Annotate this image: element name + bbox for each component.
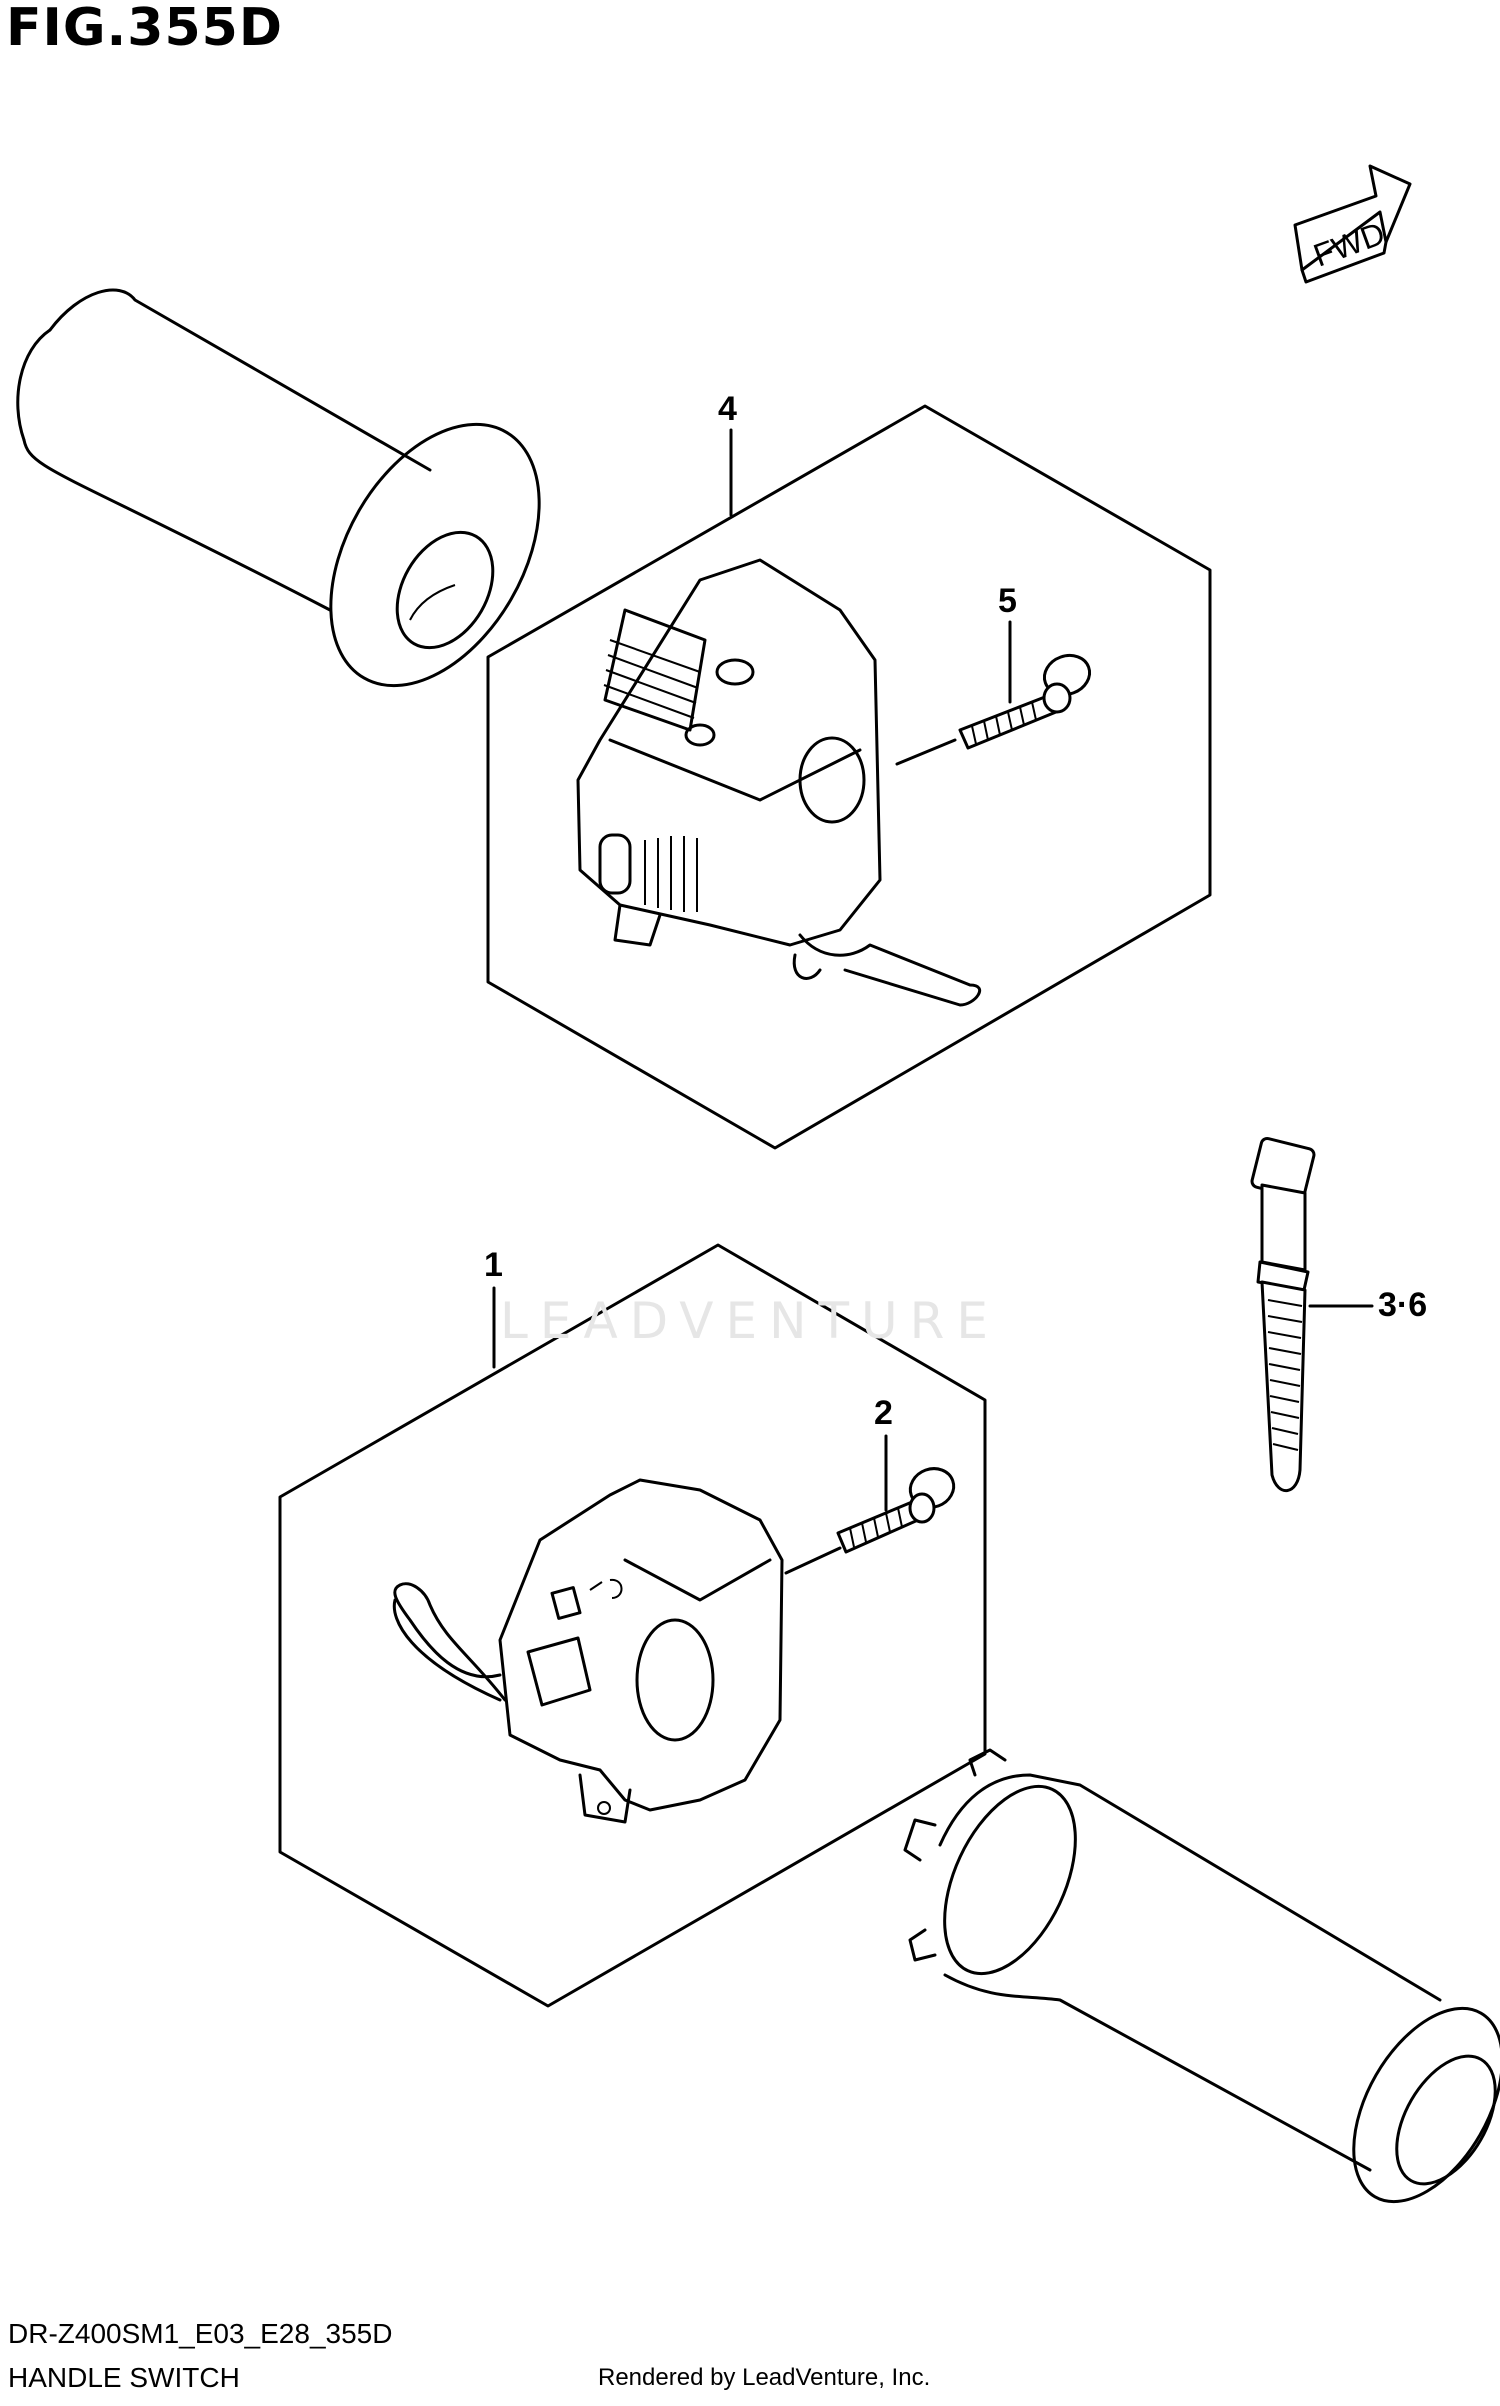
screw-2-illustration <box>836 1467 956 1554</box>
watermark-text: LEADVENTURE <box>500 1292 1000 1350</box>
right-handle-switch-illustration <box>576 558 982 1007</box>
cable-tie-illustration <box>1250 1136 1316 1493</box>
left-handle-switch-illustration <box>392 1478 842 1824</box>
rendered-by-credit: Rendered by LeadVenture, Inc. <box>598 2364 931 2391</box>
kit-outline-4 <box>486 404 1212 1150</box>
callout-1: 1 <box>484 1246 503 1284</box>
figure-title: FIG.355D <box>6 0 284 58</box>
diagram-name: HANDLE SWITCH <box>8 2362 240 2393</box>
left-grip-illustration <box>16 288 541 688</box>
callout-2: 2 <box>874 1394 893 1432</box>
fwd-arrow-icon: FWD <box>1293 164 1412 284</box>
throttle-grip-illustration <box>903 1748 1500 2204</box>
callout-4: 4 <box>718 390 737 428</box>
callout-3-6: 3·6 <box>1378 1286 1428 1324</box>
callout-5: 5 <box>998 582 1017 620</box>
screw-5-illustration <box>958 653 1092 750</box>
diagram-code: DR-Z400SM1_E03_E28_355D <box>8 2318 393 2349</box>
